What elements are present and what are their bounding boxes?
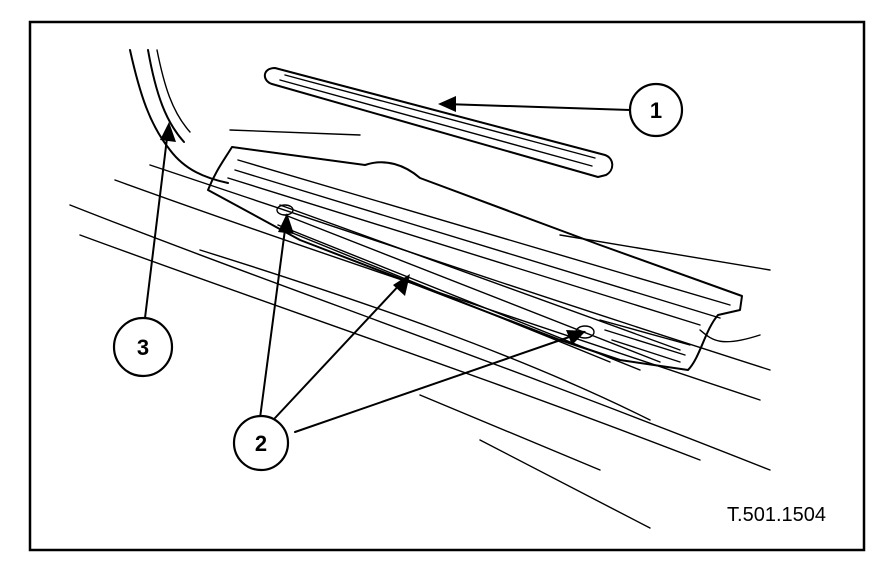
callout-3: 3 (112, 316, 174, 378)
callout-2: 2 (232, 414, 290, 472)
callout-1-label: 1 (650, 98, 662, 123)
door-pillar (129, 49, 229, 184)
callout-3-label: 3 (137, 335, 149, 360)
leader-lines (144, 96, 631, 433)
trim-strip (263, 67, 614, 178)
callout-1: 1 (628, 82, 684, 138)
figure-frame (28, 20, 866, 552)
figure-reference: T.501.1504 (727, 504, 826, 526)
sill-plate (207, 146, 761, 371)
callout-2-label: 2 (255, 431, 267, 456)
